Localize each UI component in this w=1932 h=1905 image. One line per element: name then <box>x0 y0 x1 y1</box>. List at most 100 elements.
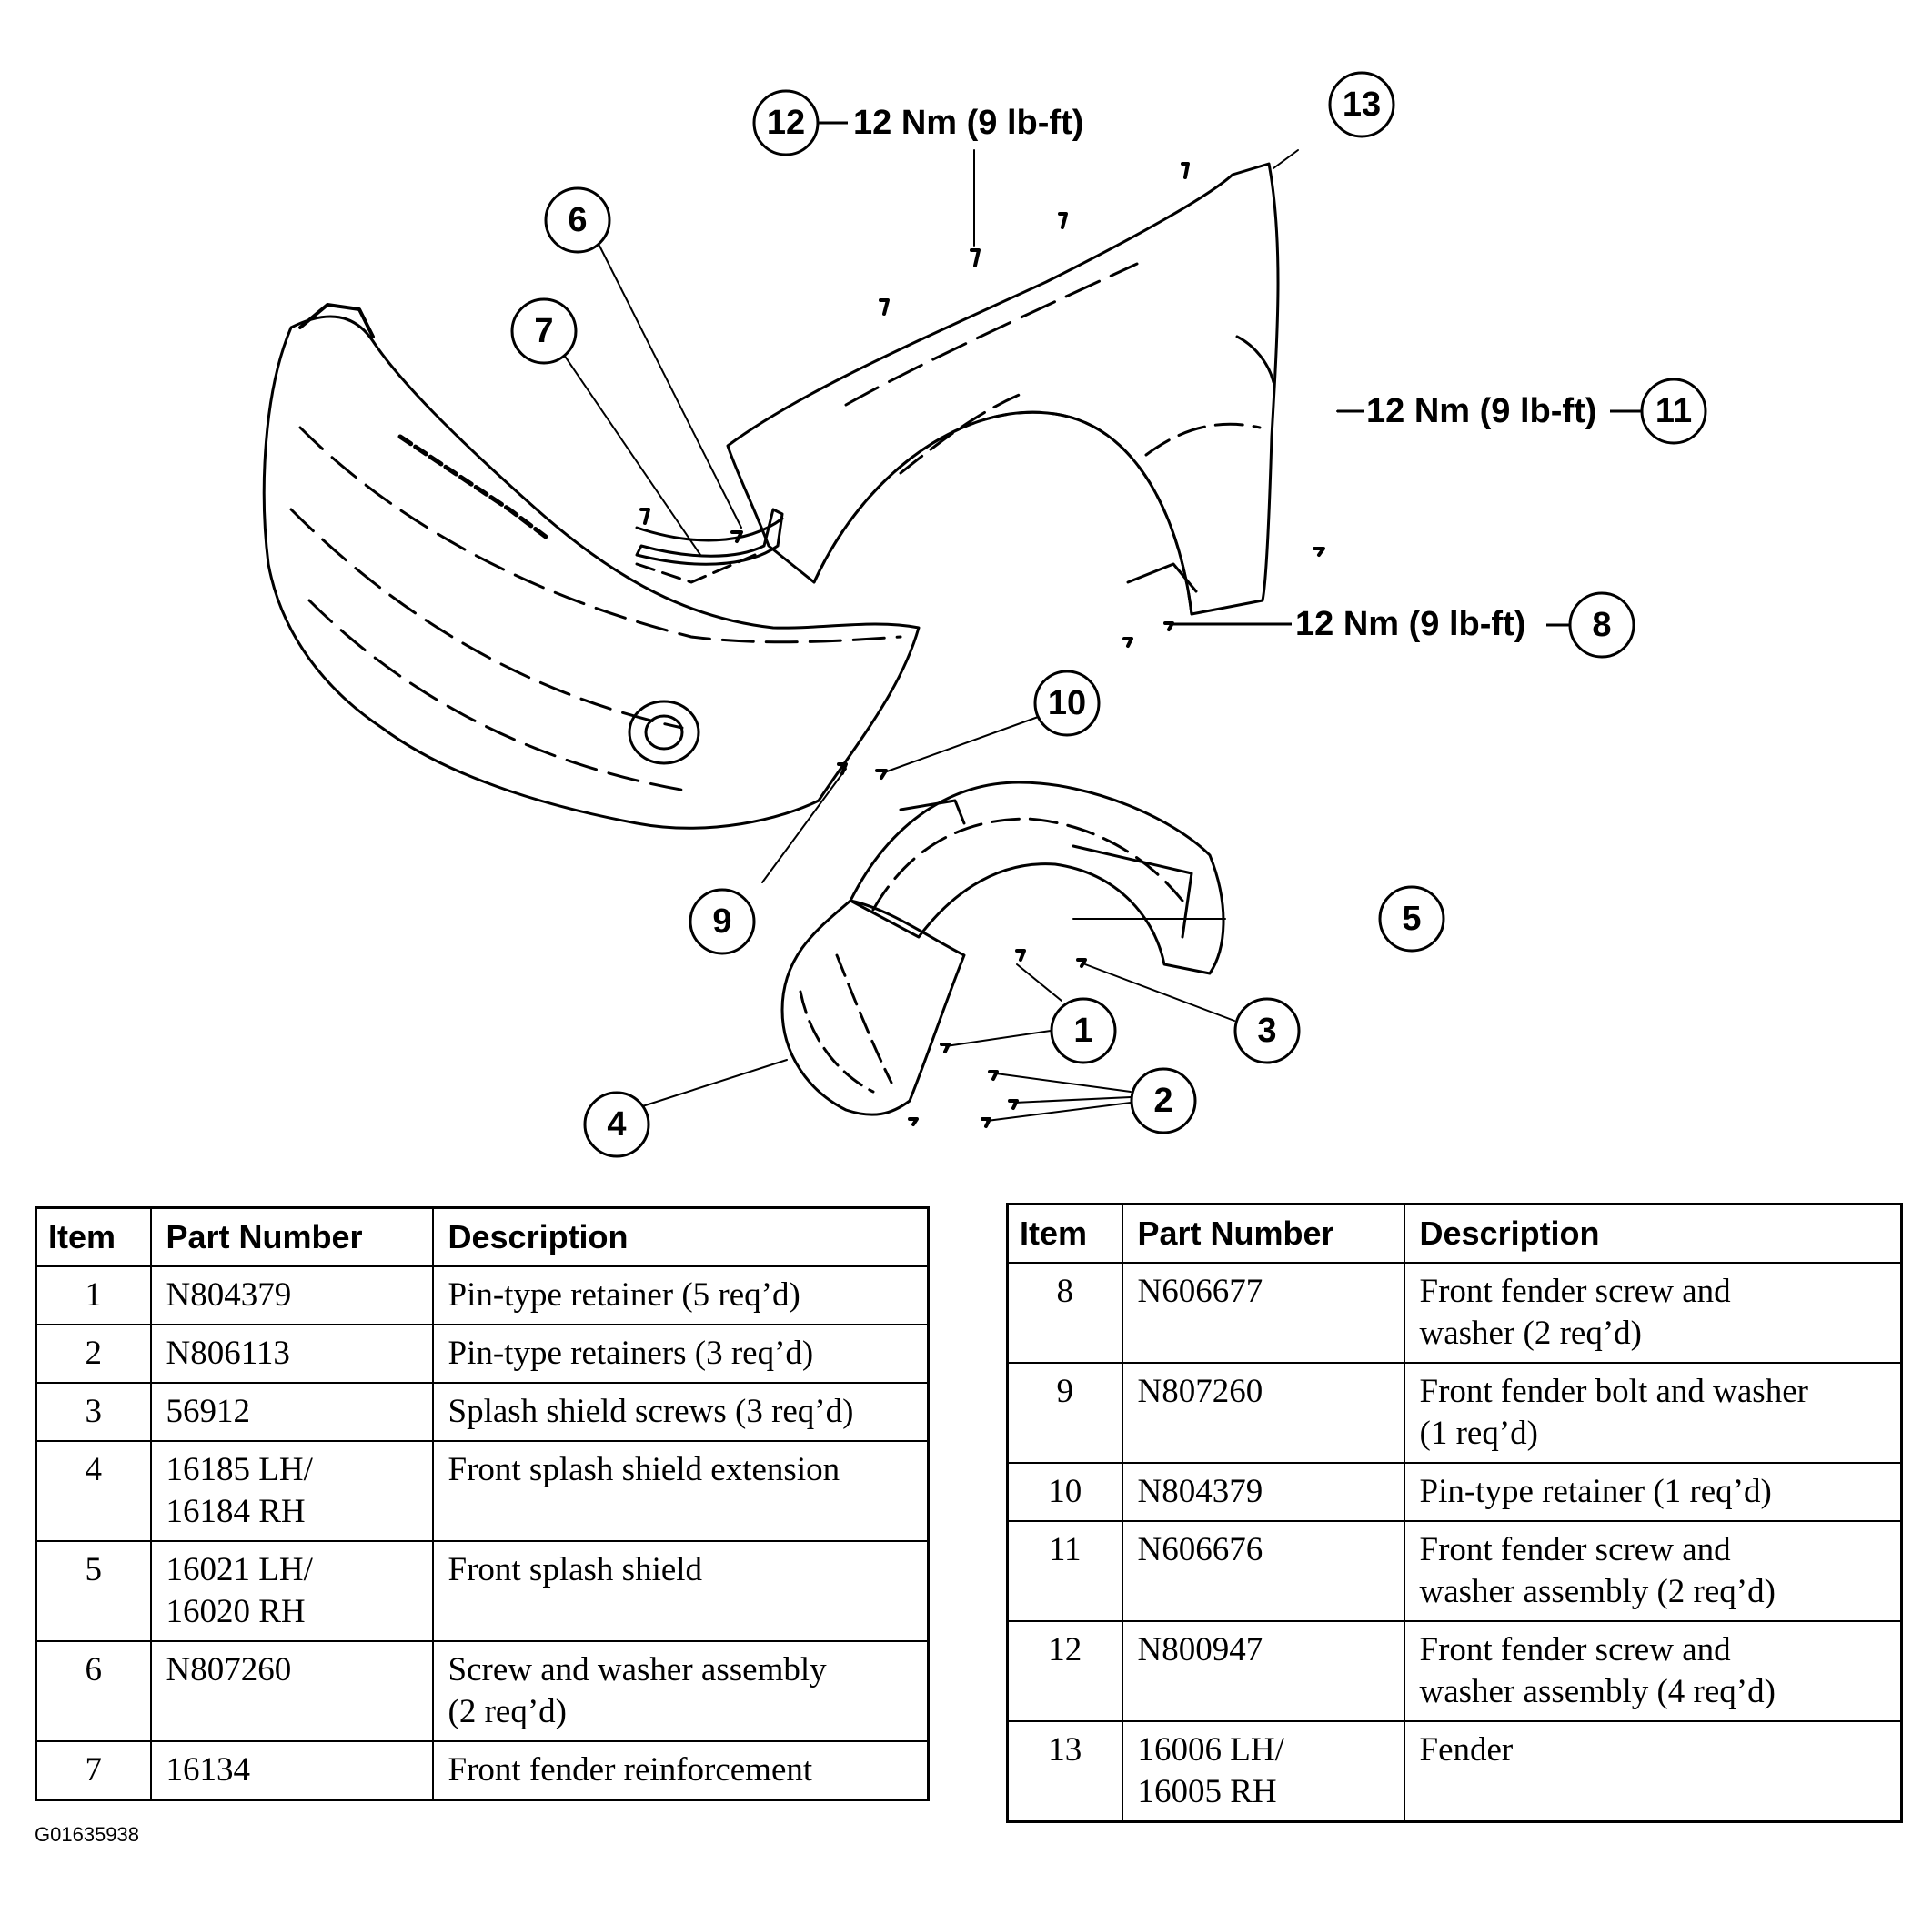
cell-description: Pin-type retainer (1 req’d) <box>1403 1462 1903 1522</box>
cell-description: Front splash shield <box>431 1540 930 1642</box>
cell-description: Front fender screw and washer (2 req’d) <box>1403 1262 1903 1364</box>
callout-circle-5 <box>1378 885 1445 952</box>
cell-part-number: N804379 <box>149 1265 434 1325</box>
cell-part-number: 16021 LH/ 16020 RH <box>149 1540 434 1642</box>
figure-code: G01635938 <box>35 1823 139 1846</box>
cell-description: Front fender bolt and washer (1 req’d) <box>1403 1362 1903 1464</box>
cell-description: Fender <box>1403 1720 1903 1823</box>
table-header-row: Item Part Number Description <box>35 1206 930 1267</box>
cell-item: 1 <box>35 1265 152 1325</box>
callout-number-10: 10 <box>1048 684 1086 722</box>
callout-number-7: 7 <box>534 312 553 350</box>
callout-circle-11 <box>1640 378 1707 445</box>
column-header-item: Item <box>35 1206 152 1267</box>
torque-label-item-11: 12 Nm (9 lb-ft) <box>1366 392 1596 430</box>
cell-description: Front fender screw and washer assembly (… <box>1403 1620 1903 1722</box>
cell-item: 6 <box>35 1640 152 1742</box>
cell-item: 2 <box>35 1324 152 1384</box>
cell-part-number: N807260 <box>149 1640 434 1742</box>
cell-part-number: 16006 LH/ 16005 RH <box>1121 1720 1405 1823</box>
cell-item: 11 <box>1006 1520 1123 1622</box>
cell-description: Pin-type retainers (3 req’d) <box>431 1324 930 1384</box>
exploded-view-diagram: 1 2 3 4 5 6 7 8 9 10 11 12 13 12 Nm (9 l… <box>262 71 1707 1158</box>
splash-shield-extension-drawing <box>780 899 966 1116</box>
cell-part-number: N606677 <box>1121 1262 1405 1364</box>
callout-circle-7 <box>510 297 578 365</box>
torque-label-item-12: 12 Nm (9 lb-ft) <box>853 104 1083 142</box>
cell-item: 9 <box>1006 1362 1123 1464</box>
cell-item: 13 <box>1006 1720 1123 1823</box>
cell-part-number: 56912 <box>149 1382 434 1442</box>
cell-item: 3 <box>35 1382 152 1442</box>
table-header-row: Item Part Number Description <box>1006 1203 1903 1264</box>
cell-part-number: 16185 LH/ 16184 RH <box>149 1440 434 1542</box>
splash-shield-drawing <box>849 781 1225 975</box>
callout-number-9: 9 <box>712 902 731 941</box>
callout-circle-6 <box>544 186 611 254</box>
callout-number-6: 6 <box>568 201 587 239</box>
column-header-part-number: Part Number <box>149 1206 434 1267</box>
column-header-description: Description <box>431 1206 930 1267</box>
cell-description: Front fender reinforcement <box>431 1740 930 1801</box>
cell-item: 4 <box>35 1440 152 1542</box>
cell-description: Front fender screw and washer assembly (… <box>1403 1520 1903 1622</box>
callout-number-4: 4 <box>607 1105 626 1144</box>
callout-markers <box>510 71 1707 1158</box>
callout-number-3: 3 <box>1257 1012 1276 1050</box>
cell-part-number: N806113 <box>149 1324 434 1384</box>
callout-circle-4 <box>583 1091 650 1158</box>
column-header-description: Description <box>1403 1203 1903 1264</box>
reinforcement-drawing <box>635 508 784 566</box>
callout-number-11: 11 <box>1655 392 1692 430</box>
cell-item: 5 <box>35 1540 152 1642</box>
cell-part-number: N800947 <box>1121 1620 1405 1722</box>
cell-part-number: N804379 <box>1121 1462 1405 1522</box>
torque-label-item-8: 12 Nm (9 lb-ft) <box>1295 605 1525 643</box>
callout-number-5: 5 <box>1402 900 1421 938</box>
column-header-item: Item <box>1006 1203 1123 1264</box>
callout-circle-2 <box>1130 1067 1197 1134</box>
cell-item: 8 <box>1006 1262 1123 1364</box>
cell-description: Screw and washer assembly (2 req’d) <box>431 1640 930 1742</box>
cell-item: 7 <box>35 1740 152 1801</box>
cell-item: 10 <box>1006 1462 1123 1522</box>
cell-part-number: 16134 <box>149 1740 434 1801</box>
callout-number-2: 2 <box>1153 1082 1172 1120</box>
callout-circle-10 <box>1033 670 1101 737</box>
cell-part-number: N807260 <box>1121 1362 1405 1464</box>
callout-circle-12 <box>752 89 820 156</box>
callout-circle-9 <box>689 888 756 955</box>
callout-number-1: 1 <box>1073 1012 1092 1050</box>
column-header-part-number: Part Number <box>1121 1203 1405 1264</box>
cell-part-number: N606676 <box>1121 1520 1405 1622</box>
cell-description: Pin-type retainer (5 req’d) <box>431 1265 930 1325</box>
callout-circle-13 <box>1328 71 1395 138</box>
callout-circle-1 <box>1050 997 1117 1064</box>
callout-number-12: 12 <box>767 104 805 142</box>
front-bumper-drawing <box>262 303 921 830</box>
callout-number-13: 13 <box>1343 86 1381 124</box>
fender-drawing <box>726 162 1280 616</box>
fasteners <box>639 162 1325 1128</box>
callout-number-8: 8 <box>1592 606 1611 644</box>
cell-item: 12 <box>1006 1620 1123 1722</box>
cell-description: Front splash shield extension <box>431 1440 930 1542</box>
cell-description: Splash shield screws (3 req’d) <box>431 1382 930 1442</box>
